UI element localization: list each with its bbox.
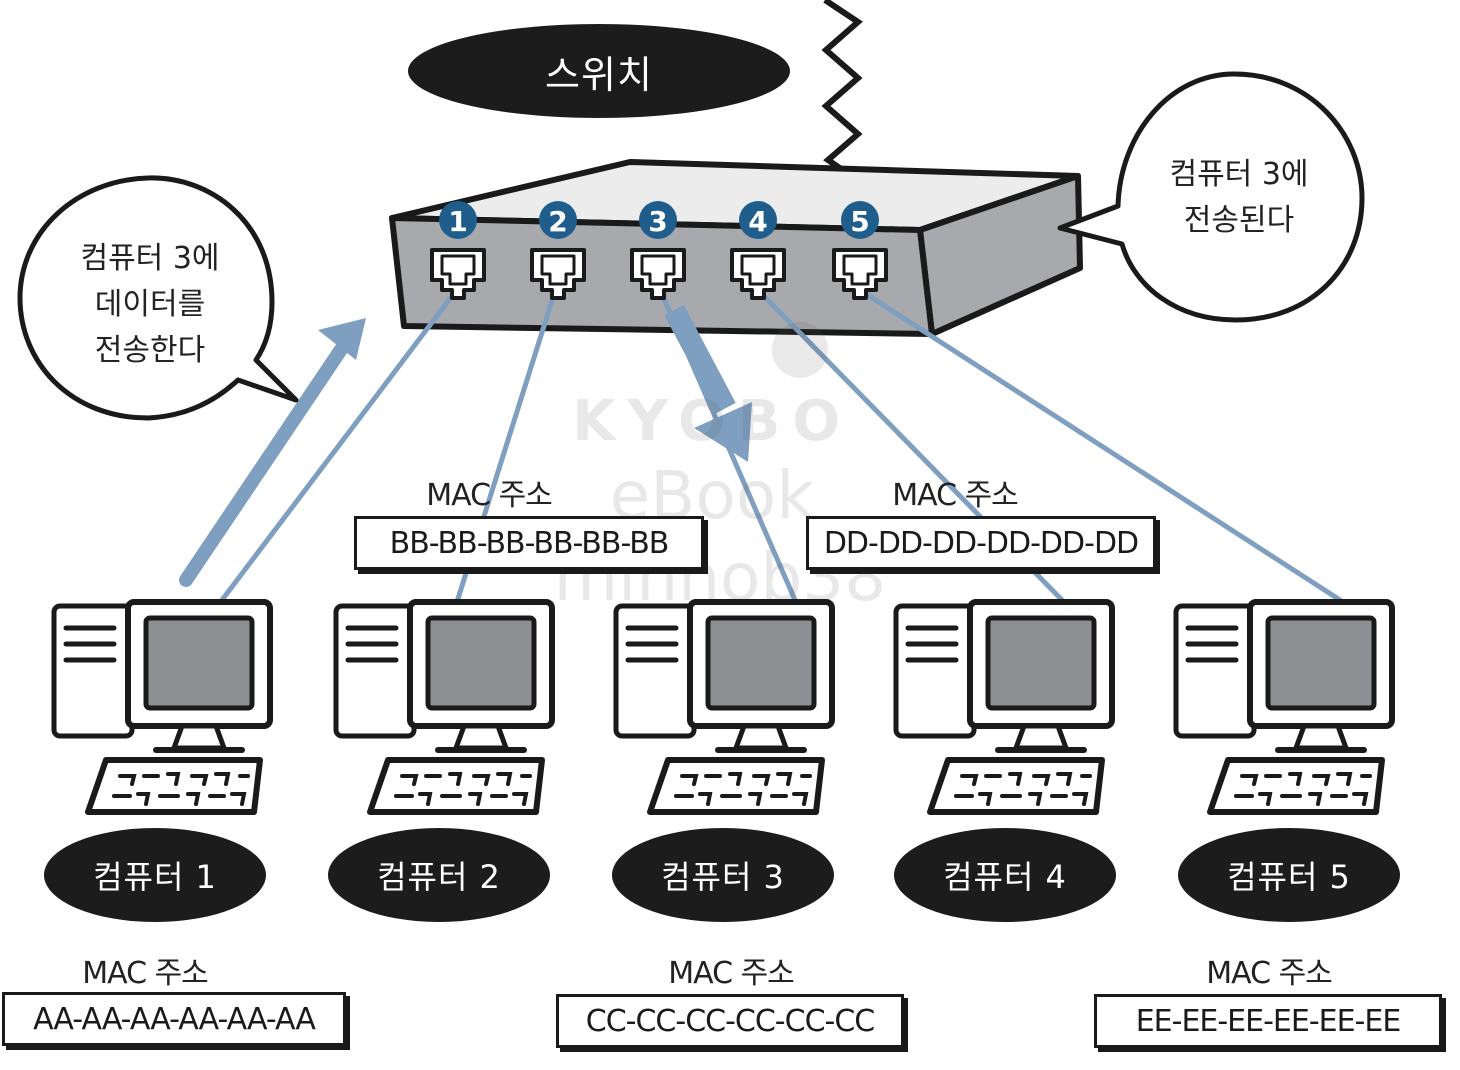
computer-5-label-text: 컴퓨터 5 (1227, 858, 1351, 896)
computer-5-label: 컴퓨터 5 (1178, 828, 1400, 922)
bubble-left-line-1: 컴퓨터 3에 (80, 241, 220, 276)
switch-title-text: 스위치 (545, 52, 653, 97)
switch-port-2: 2 (530, 201, 586, 300)
switch-port-5: 5 (832, 201, 888, 300)
svg-text:KYOBO: KYOBO (572, 389, 852, 454)
port-badge (539, 201, 577, 239)
switch-ports: 1 2 3 4 5 (430, 201, 888, 300)
bubble-left-text: 컴퓨터 3에 데이터를 전송한다 (40, 236, 260, 374)
send-arrow (179, 318, 366, 587)
port-number-4: 4 (748, 205, 767, 238)
port-number-5: 5 (850, 205, 869, 238)
computer-2-label-text: 컴퓨터 2 (377, 858, 501, 896)
computer-1-mac-address: AA-AA-AA-AA-AA-AA (2, 992, 346, 1046)
computer-4-label-text: 컴퓨터 4 (943, 858, 1067, 896)
computer-2-mac-caption: MAC 주소 (426, 478, 553, 513)
computer-3-mac-caption: MAC 주소 (668, 956, 795, 991)
port-badge (439, 201, 477, 239)
computer-4-mac-address: DD-DD-DD-DD-DD-DD (806, 516, 1156, 570)
computer-2-icon (336, 602, 552, 812)
uplink-zigzag (821, 0, 868, 189)
computer-2-mac-address: BB-BB-BB-BB-BB-BB (354, 516, 704, 570)
computer-5-mac-address: EE-EE-EE-EE-EE-EE (1094, 994, 1442, 1048)
port-badge (639, 201, 677, 239)
switch-port-3: 3 (630, 201, 686, 300)
computer-4-label: 컴퓨터 4 (894, 828, 1116, 922)
switch-port-1: 1 (430, 201, 486, 300)
port-badge (739, 201, 777, 239)
speech-bubble-right (1057, 71, 1365, 323)
bubble-left-line-2: 데이터를 (94, 287, 206, 322)
computer-5-mac-caption: MAC 주소 (1206, 956, 1333, 991)
computer-3-mac-address: CC-CC-CC-CC-CC-CC (556, 994, 904, 1048)
port-badge (841, 201, 879, 239)
computer-3-label: 컴퓨터 3 (612, 828, 834, 922)
port-number-2: 2 (548, 205, 567, 238)
cable-port-1 (219, 285, 461, 603)
computers (54, 602, 1392, 812)
receive-arrow (664, 304, 752, 462)
switch-port-4: 4 (730, 201, 786, 300)
speech-bubble-left (17, 175, 299, 421)
bubble-left-line-3: 전송한다 (94, 333, 206, 368)
computer-1-label: 컴퓨터 1 (44, 828, 266, 922)
port-number-3: 3 (648, 205, 667, 238)
computer-1-label-text: 컴퓨터 1 (93, 858, 217, 896)
computer-4-mac-caption: MAC 주소 (892, 478, 1019, 513)
watermark: KYOBO eBook minhob38 (554, 322, 886, 616)
computer-1-icon (54, 602, 270, 812)
bubble-right-line-2: 전송된다 (1183, 203, 1295, 238)
computer-5-icon (1176, 602, 1392, 812)
computer-2-label: 컴퓨터 2 (328, 828, 550, 922)
computer-3-icon (616, 602, 832, 812)
bubble-right-line-1: 컴퓨터 3에 (1169, 157, 1309, 192)
computer-3-label-text: 컴퓨터 3 (661, 858, 785, 896)
switch-title: 스위치 (408, 24, 790, 118)
cable-port-5 (857, 287, 1343, 603)
bubble-right-text: 컴퓨터 3에 전송된다 (1128, 152, 1350, 244)
computer-1-mac-caption: MAC 주소 (82, 956, 209, 991)
computer-4-icon (896, 602, 1112, 812)
port-number-1: 1 (448, 205, 467, 238)
